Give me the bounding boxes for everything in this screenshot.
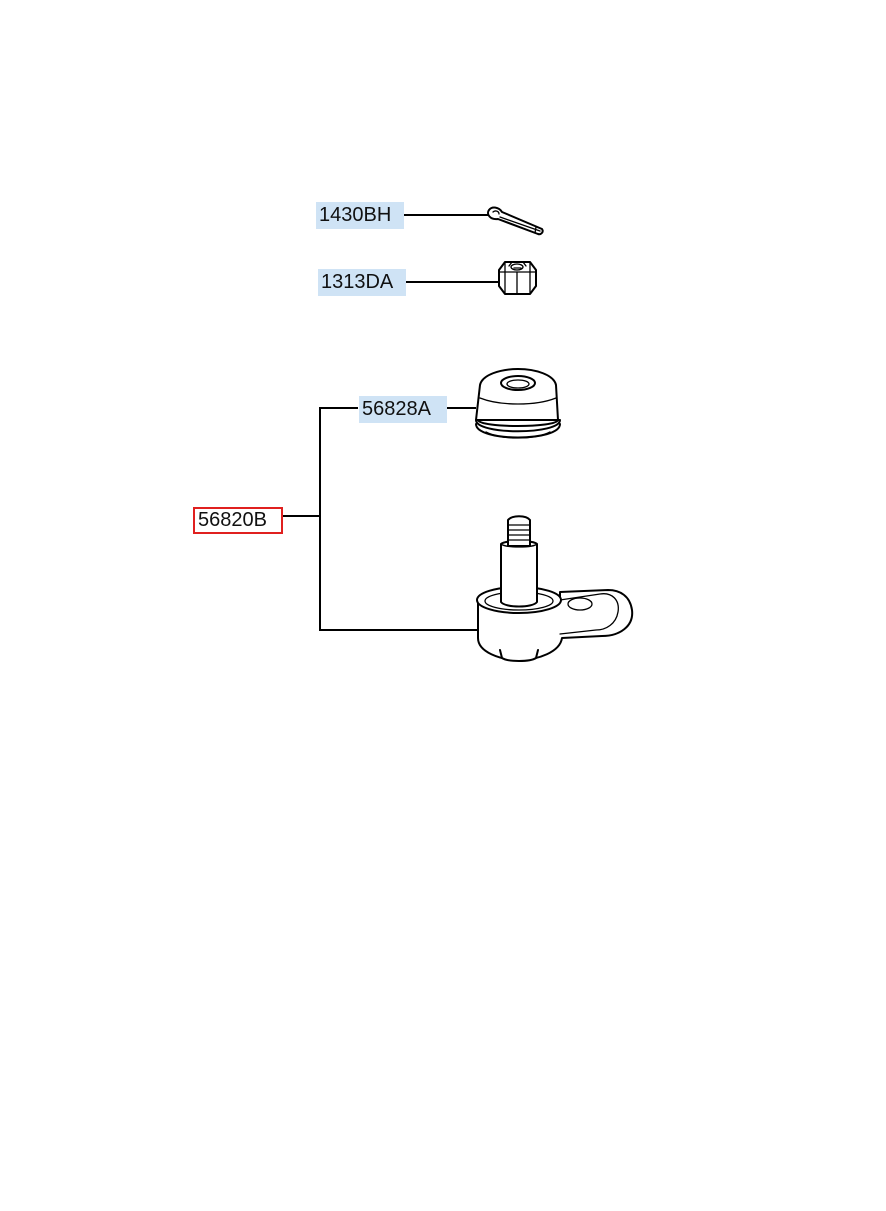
dust-boot-icon [475,368,561,439]
part-label-56820b[interactable]: 56820B [193,507,283,534]
leader-lines [282,214,500,631]
part-label-1313da[interactable]: 1313DA [318,269,406,296]
tie-rod-end-icon [476,515,634,662]
cotter-pin-icon [487,206,544,236]
part-label-56828a[interactable]: 56828A [359,396,447,423]
castle-nut-icon [498,261,537,295]
part-label-1430bh[interactable]: 1430BH [316,202,404,229]
